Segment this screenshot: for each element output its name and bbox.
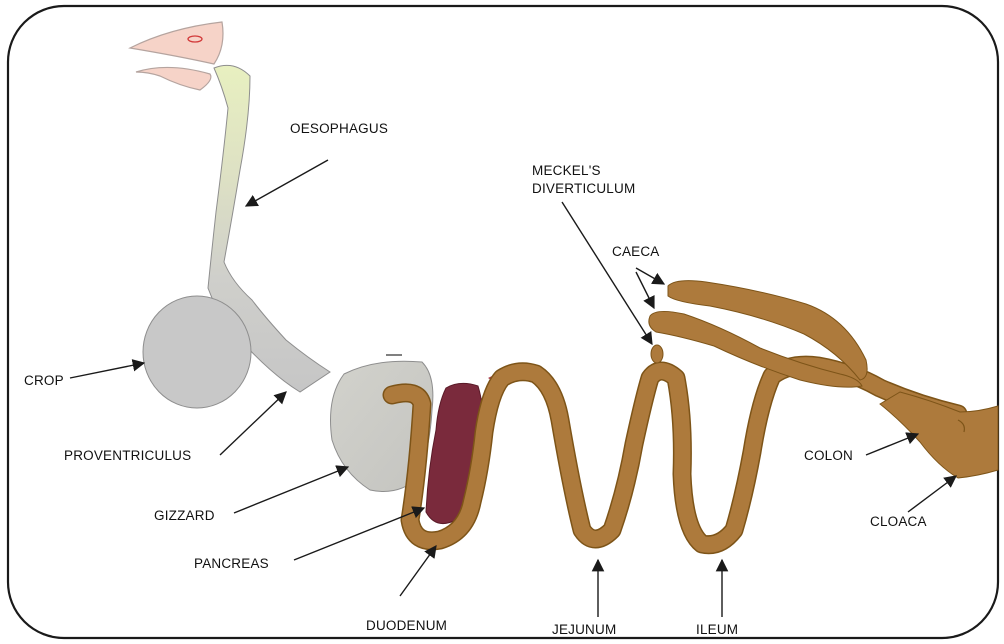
label-caeca: CAECA: [612, 244, 660, 259]
label-duodenum: DUODENUM: [366, 618, 447, 633]
label-proventriculus: PROVENTRICULUS: [64, 448, 191, 463]
label-oesophagus: OESOPHAGUS: [290, 121, 388, 136]
label-pancreas: PANCREAS: [194, 556, 269, 571]
meckels-diverticulum: [651, 345, 663, 363]
label-meckels-line2: DIVERTICULUM: [532, 181, 635, 196]
label-cloaca: CLOACA: [870, 514, 927, 529]
label-ileum: ILEUM: [696, 622, 738, 637]
label-gizzard: GIZZARD: [154, 508, 215, 523]
crop: [143, 296, 251, 408]
label-jejunum: JEJUNUM: [552, 622, 616, 637]
label-crop: CROP: [24, 373, 64, 388]
label-meckels-line1: MECKEL'S: [532, 163, 601, 178]
label-colon: COLON: [804, 448, 853, 463]
